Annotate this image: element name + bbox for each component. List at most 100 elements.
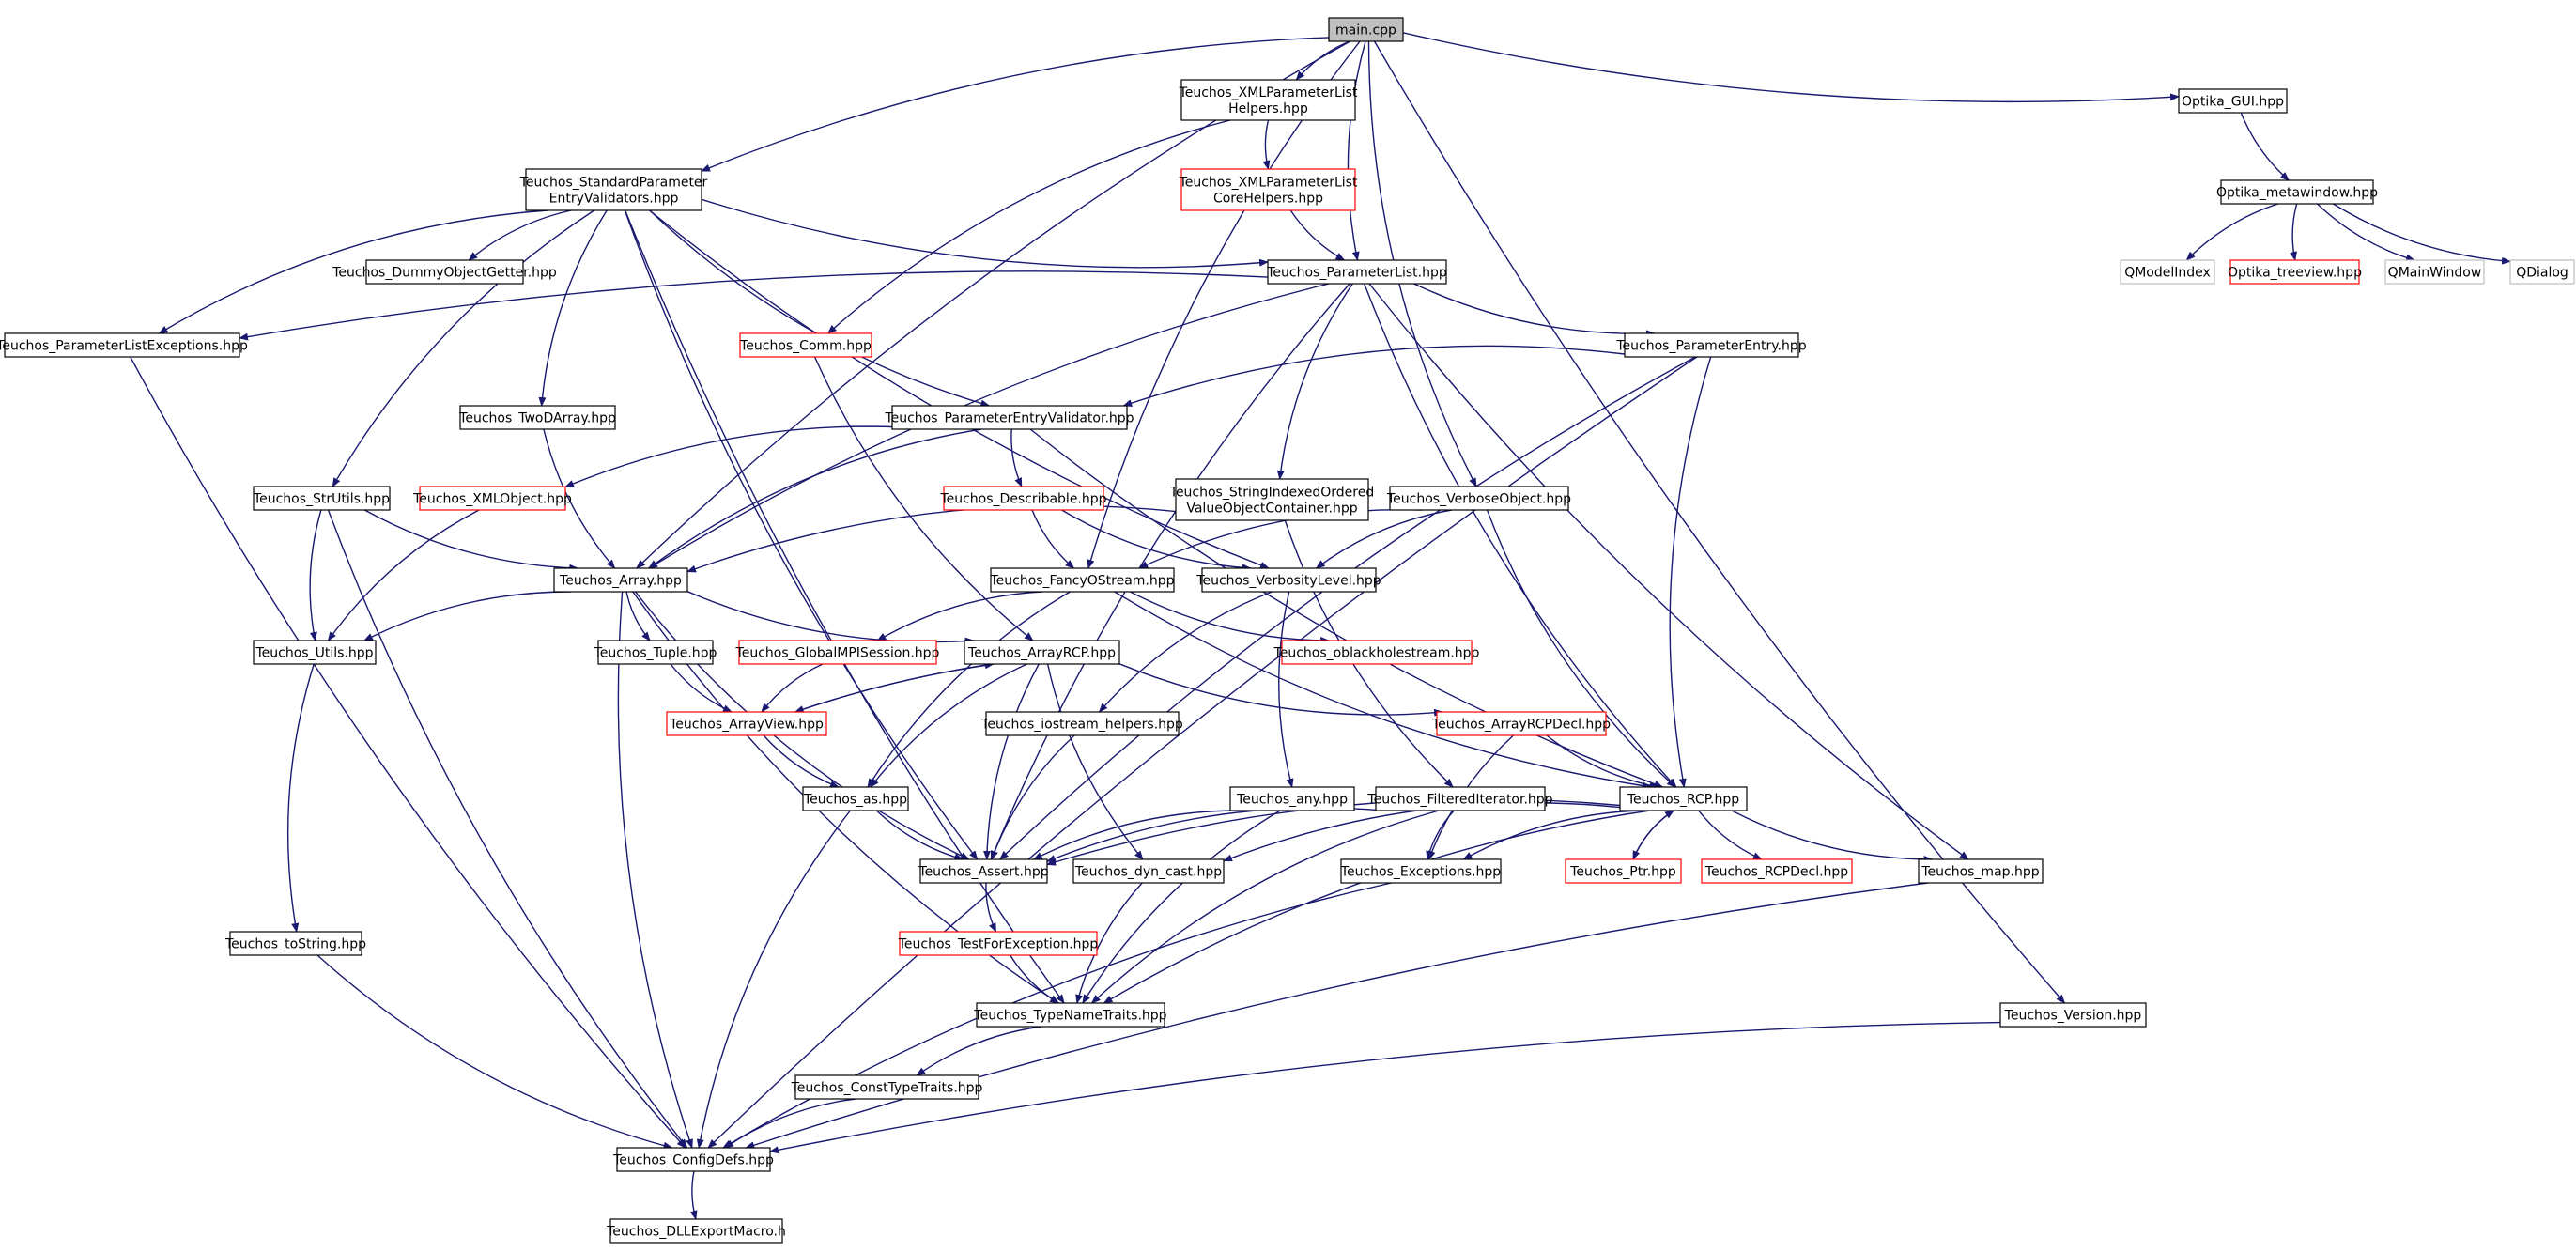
edge-strutils-to-cdefs [327,509,688,1149]
node-optgui[interactable]: Optika_GUI.hpp [2178,88,2288,114]
node-label-verblvl-0: Teuchos_VerbosityLevel.hpp [1195,574,1381,589]
edge-array-to-assert [635,591,970,860]
node-sioc[interactable]: Teuchos_StringIndexedOrderedValueObjectC… [1169,478,1374,521]
node-label-excs-0: Teuchos_Exceptions.hpp [1340,865,1501,880]
node-pev[interactable]: Teuchos_ParameterEntryValidator.hpp [884,405,1134,430]
node-label-xmlhelpers-0: Teuchos_XMLParameterList [1179,85,1358,100]
node-label-utils-0: Teuchos_Utils.hpp [255,646,374,661]
node-box-ptr [1565,858,1682,884]
node-box-opttree [2229,259,2360,285]
edge-array-to-cdefs [617,591,693,1149]
edge-strutils-to-utils [309,509,322,641]
node-label-sepv-0: Teuchos_StandardParameter [519,176,708,191]
node-tuple[interactable]: Teuchos_Tuple.hpp [594,640,717,665]
edge-utils-to-tostr [287,663,315,933]
node-layer: main.cppTeuchos_XMLParameterListHelpers.… [0,17,2575,1244]
node-as[interactable]: Teuchos_as.hpp [802,786,909,811]
node-box-tuple [597,640,714,665]
node-fancy[interactable]: Teuchos_FancyOStream.hpp [989,567,1175,593]
node-label-tnt-0: Teuchos_TypeNameTraits.hpp [973,1009,1166,1024]
edge-xmlobj-to-utils [327,509,480,641]
node-box-map [1918,858,2044,884]
node-xmlobj[interactable]: Teuchos_XMLObject.hpp [412,486,572,511]
node-optmeta[interactable]: Optika_metawindow.hpp [2216,179,2378,205]
edge-pev-to-array [648,428,982,569]
edge-arcp-to-as [870,663,1027,788]
node-box-sioc [1175,478,1369,521]
edge-arcpdecl-to-rcp [1546,734,1659,790]
edge-strutils-to-array [363,509,579,572]
node-label-strutils-0: Teuchos_StrUtils.hpp [253,492,390,507]
node-rcpdecl[interactable]: Teuchos_RCPDecl.hpp [1701,858,1853,884]
node-twod[interactable]: Teuchos_TwoDArray.hpp [458,405,616,430]
node-plist[interactable]: Teuchos_ParameterList.hpp [1266,259,1447,285]
node-plexc[interactable]: Teuchos_ParameterListExceptions.hpp [0,332,248,358]
node-any[interactable]: Teuchos_any.hpp [1229,786,1355,811]
node-cdefs[interactable]: Teuchos_ConfigDefs.hpp [612,1147,774,1172]
node-opttree[interactable]: Optika_treeview.hpp [2228,259,2362,285]
node-main[interactable]: main.cpp [1328,17,1404,42]
node-label-qmain-0: QMainWindow [2388,266,2482,281]
node-pentry[interactable]: Teuchos_ParameterEntry.hpp [1615,332,1807,358]
node-box-arcp [964,640,1120,665]
edge-as-to-cdefs [696,810,851,1149]
node-oblack[interactable]: Teuchos_oblackholestream.hpp [1273,640,1480,665]
node-map[interactable]: Teuchos_map.hpp [1918,858,2044,884]
edge-optmeta-to-qmodel [2185,203,2278,261]
edge-pev-to-xmlobj [564,425,935,488]
node-box-xmlhelpers [1180,79,1356,121]
node-gmpi[interactable]: Teuchos_GlobalMPISession.hpp [735,640,940,665]
node-verbobj[interactable]: Teuchos_VerboseObject.hpp [1386,486,1571,511]
node-label-arcpdecl-0: Teuchos_ArrayRCPDecl.hpp [1431,718,1611,733]
node-dummy[interactable]: Teuchos_DummyObjectGetter.hpp [332,259,557,285]
node-utils[interactable]: Teuchos_Utils.hpp [253,640,377,665]
edge-ptr-to-rcp [1632,810,1674,860]
node-box-fancy [990,567,1175,593]
node-verblvl[interactable]: Teuchos_VerbosityLevel.hpp [1195,567,1381,593]
node-excs[interactable]: Teuchos_Exceptions.hpp [1340,858,1502,884]
node-assert[interactable]: Teuchos_Assert.hpp [918,858,1049,884]
edge-gmpi-to-aview [761,663,824,713]
node-aview[interactable]: Teuchos_ArrayView.hpp [666,711,827,736]
edge-xmlcore-to-plist [1289,209,1346,261]
node-arcpdecl[interactable]: Teuchos_ArrayRCPDecl.hpp [1431,711,1611,736]
node-array[interactable]: Teuchos_Array.hpp [553,567,688,593]
node-sepv[interactable]: Teuchos_StandardParameterEntryValidators… [519,168,708,211]
node-box-plexc [4,332,240,358]
node-box-excs [1340,858,1502,884]
edge-iohelp-to-assert [991,734,1075,860]
node-label-iohelp-0: Teuchos_iostream_helpers.hpp [980,718,1183,733]
node-ptr[interactable]: Teuchos_Ptr.hpp [1565,858,1682,884]
node-comm[interactable]: Teuchos_Comm.hpp [739,332,872,358]
node-label-ctt-0: Teuchos_ConstTypeTraits.hpp [791,1081,983,1096]
node-label-array-0: Teuchos_Array.hpp [559,574,682,589]
edge-plist-to-map [1368,283,1969,860]
node-describ[interactable]: Teuchos_Describable.hpp [939,486,1107,511]
node-box-main [1328,17,1404,42]
node-tostr[interactable]: Teuchos_toString.hpp [224,931,366,956]
node-dyncast[interactable]: Teuchos_dyn_cast.hpp [1072,858,1225,884]
node-label-filt-0: Teuchos_FilteredIterator.hpp [1366,793,1552,808]
node-tfe[interactable]: Teuchos_TestForException.hpp [898,931,1099,956]
node-arcp[interactable]: Teuchos_ArrayRCP.hpp [964,640,1120,665]
node-tnt[interactable]: Teuchos_TypeNameTraits.hpp [973,1002,1167,1028]
node-box-utils [253,640,377,665]
node-strutils[interactable]: Teuchos_StrUtils.hpp [253,486,391,511]
node-iohelp[interactable]: Teuchos_iostream_helpers.hpp [980,711,1183,736]
edge-main-to-xmlhelpers [1295,40,1350,81]
node-label-version-0: Teuchos_Version.hpp [2004,1009,2142,1024]
node-label-xmlobj-0: Teuchos_XMLObject.hpp [412,492,572,507]
node-version[interactable]: Teuchos_Version.hpp [1999,1002,2147,1028]
node-label-qmodel-0: QModelIndex [2124,266,2211,281]
node-box-strutils [253,486,391,511]
node-filt[interactable]: Teuchos_FilteredIterator.hpp [1366,786,1553,811]
node-ctt[interactable]: Teuchos_ConstTypeTraits.hpp [791,1074,983,1100]
node-label-dyncast-0: Teuchos_dyn_cast.hpp [1074,865,1222,880]
node-rcp[interactable]: Teuchos_RCP.hpp [1619,786,1748,811]
node-box-describ [943,486,1104,511]
node-label-dll-0: Teuchos_DLLExportMacro.h [606,1225,786,1240]
node-dll[interactable]: Teuchos_DLLExportMacro.h [606,1218,786,1244]
